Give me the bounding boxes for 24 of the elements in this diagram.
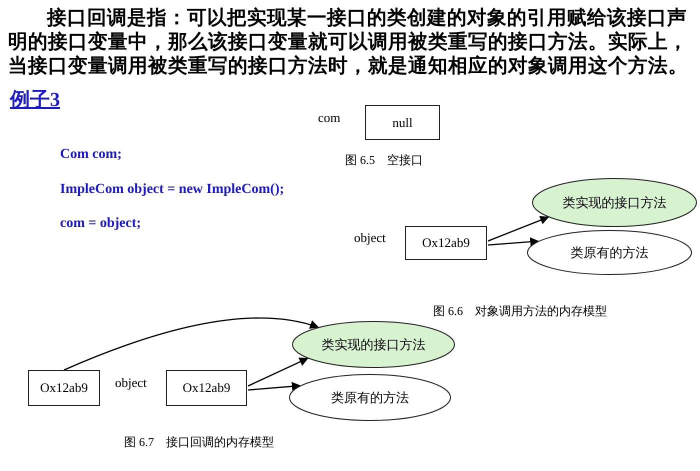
code-line: Com com;: [60, 147, 122, 163]
code-line: ImpleCom object = new ImpleCom();: [60, 182, 284, 198]
method-ellipse: 类原有的方法: [527, 230, 692, 275]
variable-label: com: [318, 110, 340, 126]
memory-box: null: [365, 105, 440, 140]
figure-caption: 图 6.6 对象调用方法的内存模型: [433, 303, 607, 320]
arrow: [248, 382, 301, 391]
figure-caption: 图 6.7 接口回调的内存模型: [124, 434, 274, 451]
variable-label: object: [115, 375, 147, 391]
arrow: [248, 358, 308, 387]
variable-label: object: [354, 230, 386, 246]
memory-box: Ox12ab9: [166, 370, 247, 406]
method-ellipse: 类实现的接口方法: [292, 321, 455, 368]
method-ellipse: 类原有的方法: [289, 374, 451, 421]
arrow: [488, 216, 550, 242]
heading-link: 例子3: [10, 88, 60, 113]
method-ellipse: 类实现的接口方法: [532, 178, 697, 227]
paragraph: 接口回调是指：可以把实现某一接口的类创建的对象的引用赋给该接口声明的接口变量中，那么该接口变量就可以调用被类重写的接口方法。实际上，当接口变量调用被类重写的接口方法时，就是通知相应的对象调用这个方法。: [8, 6, 689, 78]
arrow: [488, 237, 540, 246]
arrow: [64, 317, 319, 371]
memory-box: Ox12ab9: [28, 370, 100, 406]
memory-box: Ox12ab9: [405, 226, 487, 260]
figure-caption: 图 6.5 空接口: [345, 152, 423, 169]
code-line: com = object;: [60, 216, 142, 232]
